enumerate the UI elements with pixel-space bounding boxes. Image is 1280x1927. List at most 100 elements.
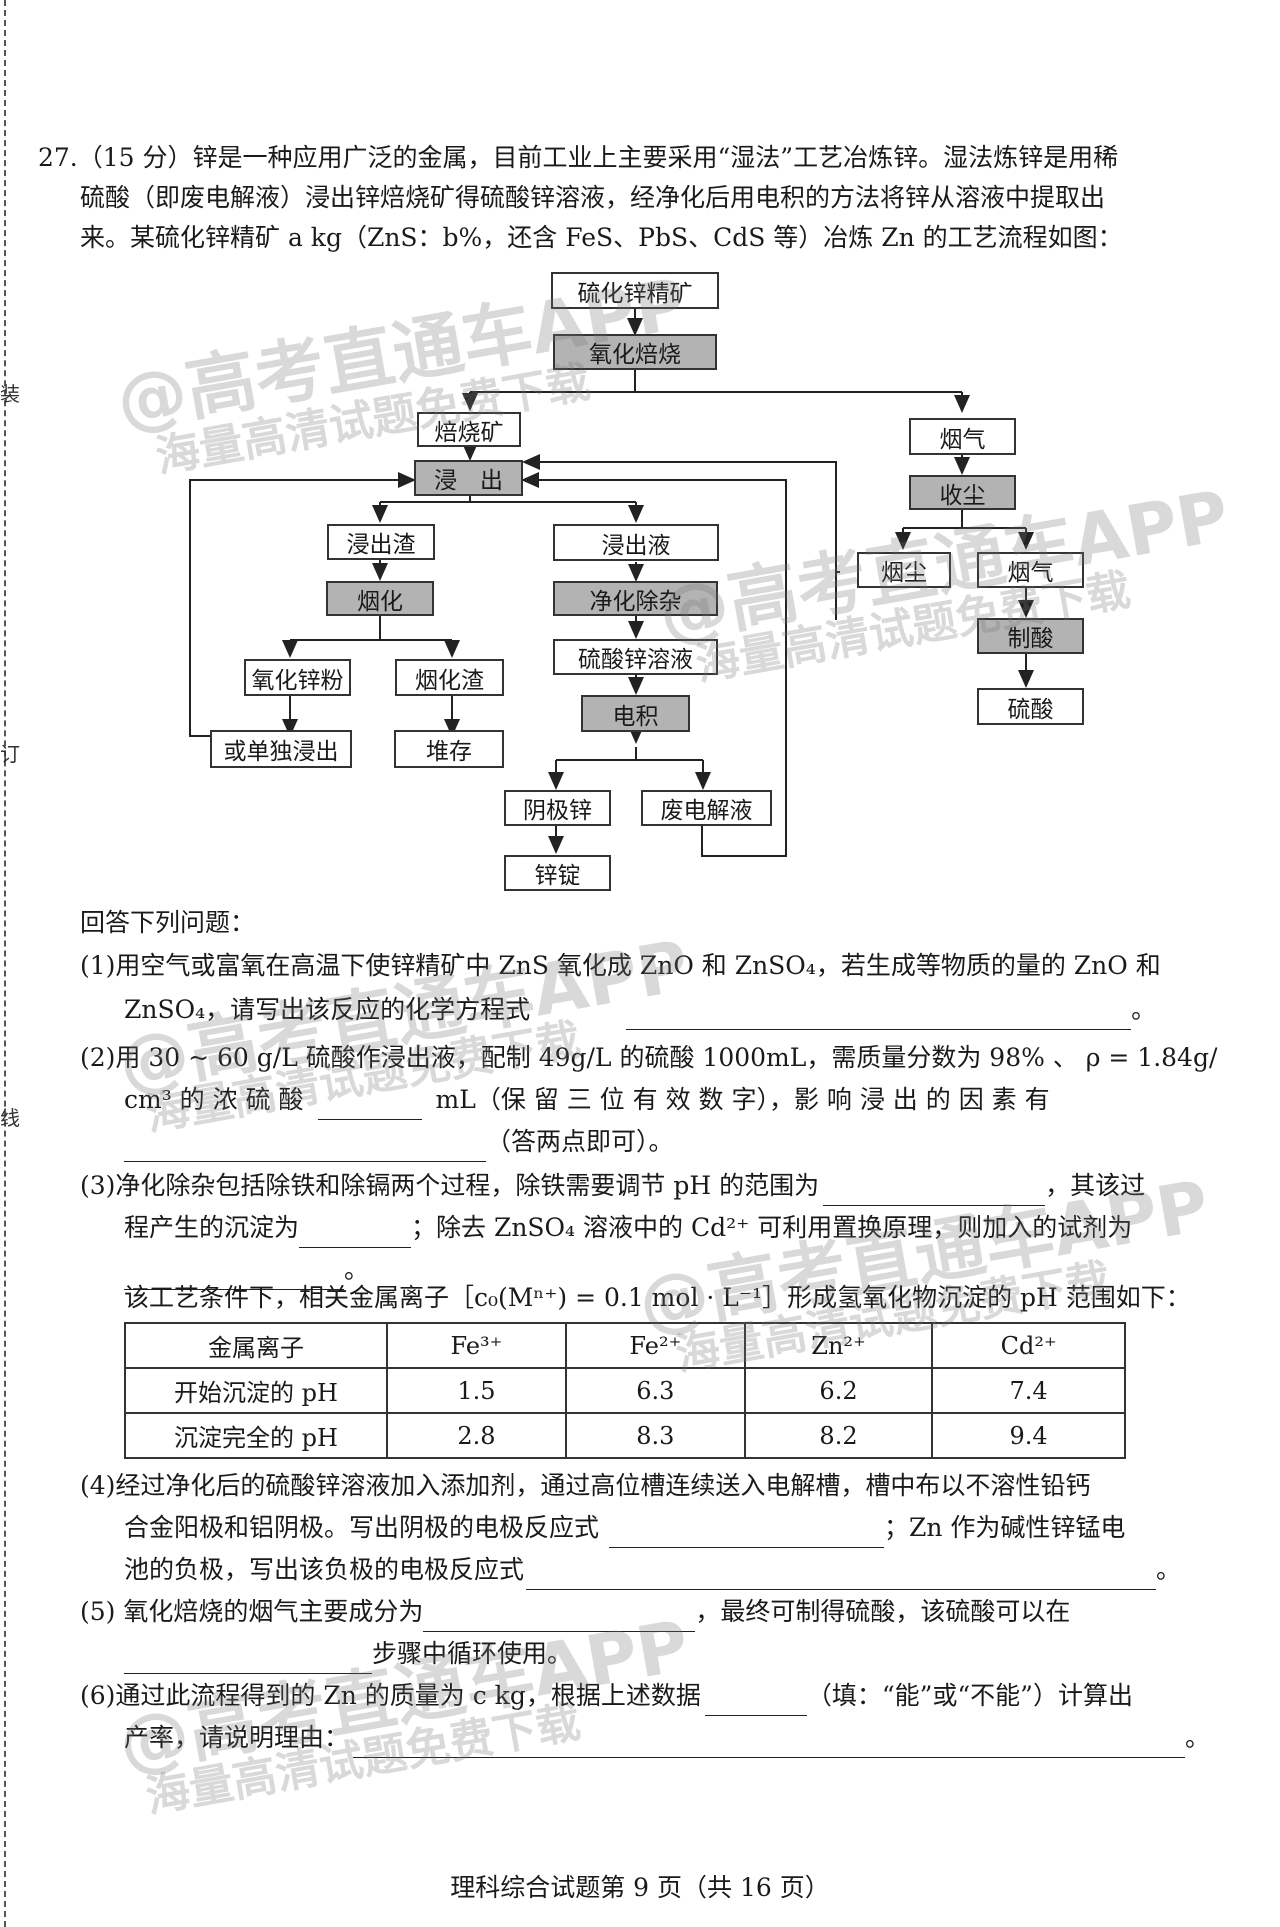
- table-cell: 8.3: [564, 1412, 746, 1459]
- q4-text-a: 合金阳极和铝阴极。写出阴极的电极反应式: [124, 1513, 600, 1542]
- flow-box-cathode-zinc: 阴极锌: [504, 790, 611, 826]
- q6-can-or-not-blank[interactable]: [704, 1687, 807, 1716]
- q3-text-d: ；除去 ZnSO₄ 溶液中的 Cd²⁺ 可利用置换原理，则加入的试剂为: [411, 1213, 1133, 1242]
- q6-line-1: (6)通过此流程得到的 Zn 的质量为 c kg，根据上述数据 （填：“能”或“不…: [80, 1676, 1133, 1716]
- q2-line-1: (2)用 30 ~ 60 g/L 硫酸作浸出液，配制 49g/L 的硫酸 100…: [80, 1043, 1218, 1072]
- flow-box-spent-electrolyte: 废电解液: [641, 790, 772, 826]
- q1-text: ZnSO₄，请写出该反应的化学方程式: [124, 995, 531, 1024]
- q3-text-c: 程产生的沉淀为: [124, 1213, 300, 1242]
- q5-step-blank[interactable]: [124, 1645, 372, 1674]
- q4-text-b: ；Zn 作为碱性锌锰电: [884, 1513, 1126, 1542]
- q4-anode-reaction-blank[interactable]: [526, 1561, 1157, 1590]
- q4-end: 。: [1156, 1555, 1182, 1584]
- table-cell: 开始沉淀的 pH: [124, 1367, 388, 1414]
- table-header-cell: Zn²⁺: [743, 1322, 934, 1369]
- flow-step-electrowinning: 电积: [581, 695, 690, 732]
- table-header-cell: 金属离子: [124, 1322, 388, 1369]
- table-cell: 9.4: [931, 1412, 1126, 1459]
- q2-volume-blank[interactable]: [317, 1091, 422, 1120]
- q2-text-b: mL（保 留 三 位 有 效 数 字），影 响 浸 出 的 因 素 有: [435, 1085, 1050, 1114]
- flow-box-flue-gas-2: 烟气: [977, 552, 1084, 588]
- question-header-line-1: 27.（15 分）锌是一种应用广泛的金属，目前工业上主要采用“湿法”工艺冶炼锌。…: [38, 143, 1119, 172]
- q3-end: 。: [344, 1255, 370, 1284]
- flow-box-zinc-sulfate-solution: 硫酸锌溶液: [553, 639, 718, 675]
- flow-box-calcine: 焙烧矿: [417, 412, 521, 447]
- table-cell: 6.2: [743, 1367, 934, 1414]
- q5-text-b: ，最终可制得硫酸，该硫酸可以在: [695, 1597, 1071, 1626]
- page-footer: 理科综合试题第 9 页（共 16 页）: [450, 1873, 830, 1902]
- flow-box-zinc-oxide-powder: 氧化锌粉: [244, 659, 351, 696]
- q1-line-2: ZnSO₄，请写出该反应的化学方程式 。: [124, 990, 1156, 1030]
- flow-box-fuming-slag: 烟化渣: [395, 659, 504, 696]
- flow-step-fuming: 烟化: [326, 581, 434, 616]
- q5-text-a: (5) 氧化焙烧的烟气主要成分为: [80, 1597, 424, 1626]
- table-header-cell: Fe³⁺: [386, 1322, 567, 1369]
- flow-step-purification: 净化除杂: [553, 581, 718, 616]
- flow-step-leaching: 浸 出: [414, 460, 523, 496]
- table-header-cell: Fe²⁺: [564, 1322, 746, 1369]
- flow-box-stockpile: 堆存: [394, 730, 504, 768]
- q4-line-3: 池的负极，写出该负极的电极反应式 。: [124, 1550, 1181, 1590]
- q3-text-b: ，其该过: [1045, 1171, 1146, 1200]
- q2-line-2: cm³ 的 浓 硫 酸 mL（保 留 三 位 有 效 数 字），影 响 浸 出 的…: [124, 1080, 1050, 1120]
- q5-text-c: 步骤中循环使用。: [372, 1639, 573, 1668]
- q2-factors-blank[interactable]: [124, 1133, 486, 1162]
- binding-margin-line: [4, 0, 6, 1927]
- flow-box-concentrate: 硫化锌精矿: [551, 272, 719, 309]
- q3-line-3: 。: [124, 1250, 369, 1290]
- q1-answer-blank[interactable]: [626, 1001, 1132, 1030]
- q6-end: 。: [1185, 1723, 1211, 1752]
- margin-char-ding: 订: [0, 742, 20, 766]
- q3-line-1: (3)净化除杂包括除铁和除镉两个过程，除铁需要调节 pH 的范围为 ，其该过: [80, 1166, 1145, 1206]
- table-header-cell: Cd²⁺: [931, 1322, 1126, 1369]
- q6-text-a: (6)通过此流程得到的 Zn 的质量为 c kg，根据上述数据: [80, 1681, 701, 1710]
- margin-char-xian: 线: [0, 1106, 20, 1130]
- table-cell: 8.2: [743, 1412, 934, 1459]
- q2-text-a: cm³ 的 浓 硫 酸: [124, 1085, 304, 1114]
- margin-char-zhuang: 装: [0, 382, 20, 406]
- flow-box-dust: 烟尘: [857, 552, 951, 588]
- q2-line-3: （答两点即可）。: [124, 1122, 674, 1162]
- question-header-line-3: 来。某硫化锌精矿 a kg（ZnS：b%，还含 FeS、PbS、CdS 等）冶炼…: [80, 223, 1123, 252]
- flow-step-roasting: 氧化焙烧: [553, 334, 717, 370]
- q3-ph-range-blank[interactable]: [823, 1177, 1046, 1206]
- answer-intro: 回答下列问题：: [80, 908, 256, 937]
- q6-text-c: 产率，请说明理由：: [124, 1723, 350, 1752]
- table-cell: 1.5: [386, 1367, 567, 1414]
- q4-line-1: (4)经过净化后的硫酸锌溶液加入添加剂，通过高位槽连续送入电解槽，槽中布以不溶性…: [80, 1471, 1091, 1500]
- q3-line-2: 程产生的沉淀为 ；除去 ZnSO₄ 溶液中的 Cd²⁺ 可利用置换原理，则加入的试…: [124, 1208, 1132, 1248]
- q5-line-1: (5) 氧化焙烧的烟气主要成分为 ，最终可制得硫酸，该硫酸可以在: [80, 1592, 1070, 1632]
- table-row: 开始沉淀的 pH 1.5 6.3 6.2 7.4: [124, 1367, 1126, 1414]
- q3-text-a: (3)净化除杂包括除铁和除镉两个过程，除铁需要调节 pH 的范围为: [80, 1171, 820, 1200]
- q3-precipitate-blank[interactable]: [299, 1219, 412, 1248]
- q5-line-2: 步骤中循环使用。: [124, 1634, 572, 1674]
- table-cell: 2.8: [386, 1412, 567, 1459]
- q4-cathode-reaction-blank[interactable]: [609, 1519, 885, 1548]
- q6-reason-blank[interactable]: [353, 1729, 1186, 1758]
- table-cell: 沉淀完全的 pH: [124, 1412, 388, 1459]
- q6-text-b: （填：“能”或“不能”）计算出: [806, 1681, 1133, 1710]
- q1-end: 。: [1131, 995, 1157, 1024]
- flow-box-zinc-ingot: 锌锭: [504, 855, 611, 891]
- q2-text-c: （答两点即可）。: [486, 1127, 674, 1156]
- flow-box-leach-residue: 浸出渣: [327, 524, 435, 560]
- q6-line-2: 产率，请说明理由： 。: [124, 1718, 1210, 1758]
- flow-step-acid-making: 制酸: [977, 618, 1084, 654]
- table-cell: 6.3: [564, 1367, 746, 1414]
- table-row: 沉淀完全的 pH 2.8 8.3 8.2 9.4: [124, 1412, 1126, 1459]
- q4-text-c: 池的负极，写出该负极的电极反应式: [124, 1555, 525, 1584]
- flow-box-leachate: 浸出液: [553, 524, 719, 561]
- table-header-row: 金属离子 Fe³⁺ Fe²⁺ Zn²⁺ Cd²⁺: [124, 1322, 1126, 1369]
- flow-step-dust-collection: 收尘: [909, 475, 1016, 510]
- flow-box-flue-gas: 烟气: [909, 418, 1016, 455]
- q3-reagent-blank[interactable]: [124, 1261, 344, 1290]
- ph-range-table: 金属离子 Fe³⁺ Fe²⁺ Zn²⁺ Cd²⁺ 开始沉淀的 pH 1.5 6.…: [124, 1322, 1126, 1459]
- q4-line-2: 合金阳极和铝阴极。写出阴极的电极反应式 ；Zn 作为碱性锌锰电: [124, 1508, 1125, 1548]
- flow-box-sulfuric-acid: 硫酸: [977, 688, 1084, 725]
- q1-line-1: (1)用空气或富氧在高温下使锌精矿中 ZnS 氧化成 ZnO 和 ZnSO₄，若…: [80, 951, 1161, 980]
- flow-box-or-separate-leach: 或单独浸出: [210, 730, 352, 768]
- question-header-line-2: 硫酸（即废电解液）浸出锌焙烧矿得硫酸锌溶液，经净化后用电积的方法将锌从溶液中提取…: [80, 183, 1106, 212]
- q5-flue-gas-blank[interactable]: [423, 1603, 696, 1632]
- table-cell: 7.4: [931, 1367, 1126, 1414]
- flowchart-connectors: [189, 309, 1034, 857]
